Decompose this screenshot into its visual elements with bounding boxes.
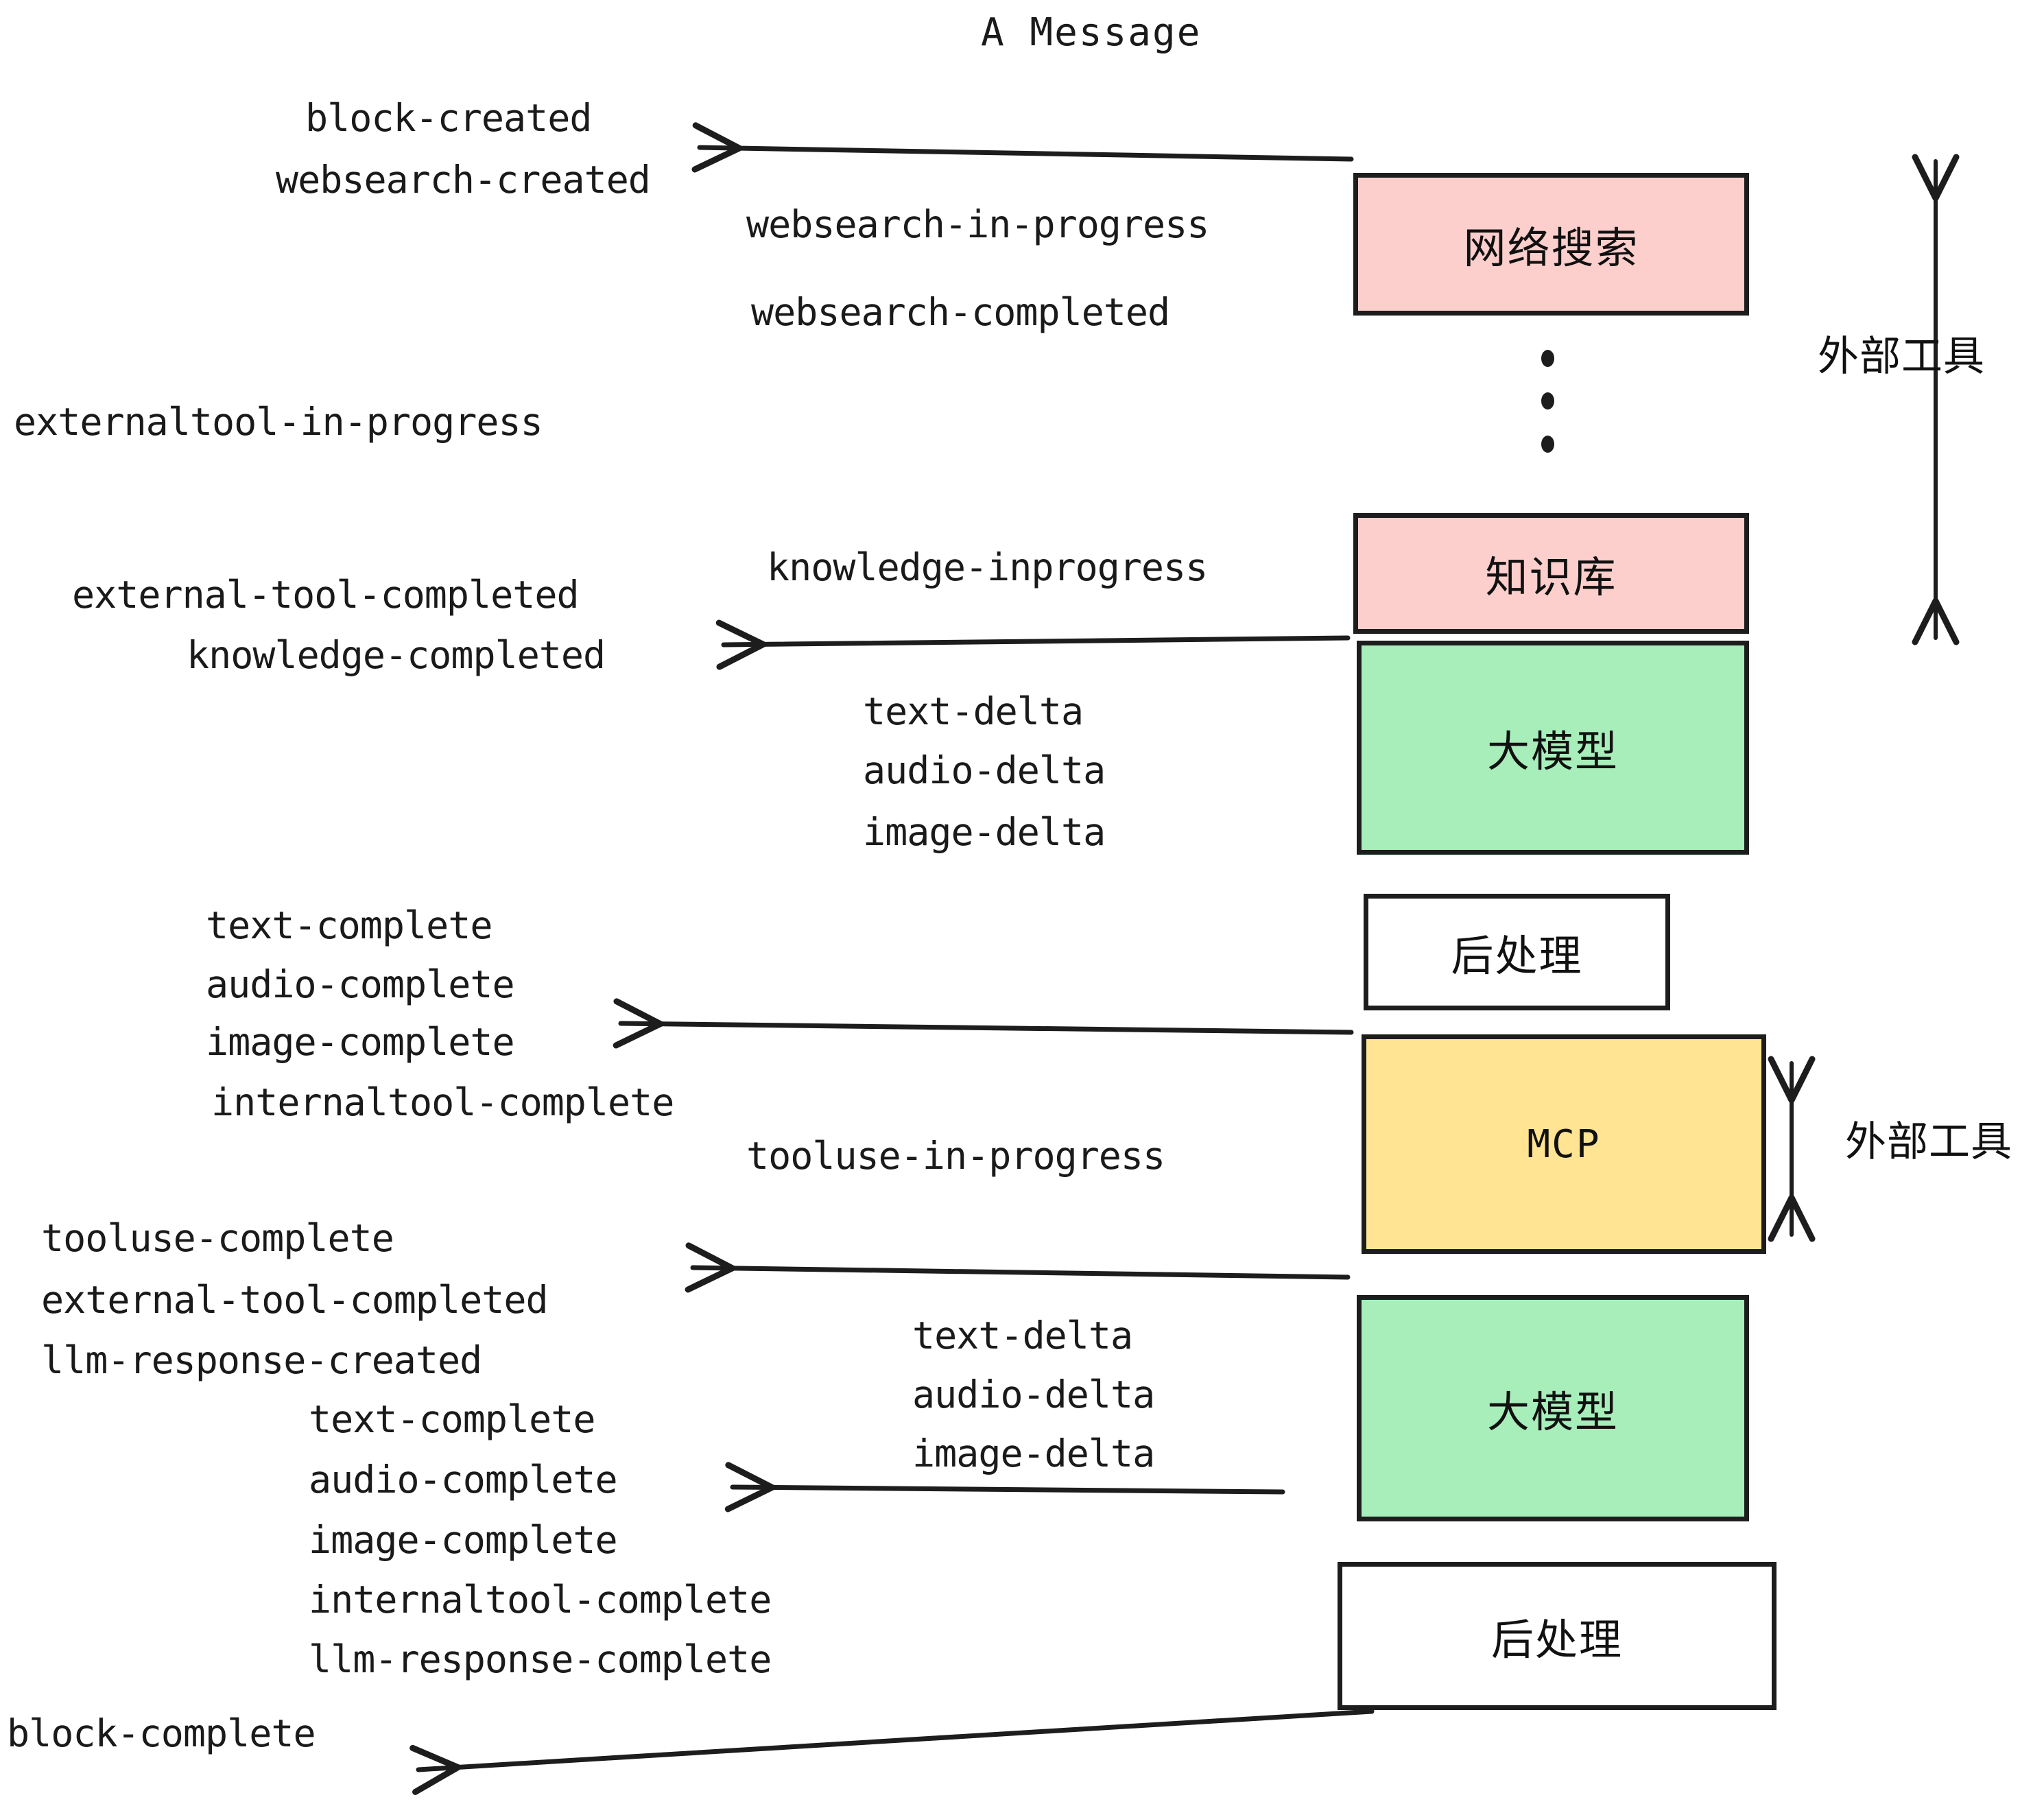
event-label-knowledge-completed: knowledge-completed (187, 633, 606, 677)
page-title: A Message (981, 10, 1202, 55)
box-knowledge-base: 知识库 (1353, 513, 1749, 634)
event-label-internaltool-complete-1: internaltool-complete (211, 1080, 674, 1124)
box-websearch: 网络搜索 (1353, 173, 1749, 316)
side-label-external-tool-top: 外部工具 (1818, 333, 1985, 381)
box-label-postprocess-top: 后处理 (1451, 931, 1583, 981)
event-label-text-delta-2: text-delta (912, 1314, 1133, 1357)
event-label-text-complete-2: text-complete (309, 1397, 595, 1441)
event-label-image-delta-1: image-delta (863, 810, 1106, 854)
event-label-text-complete-1: text-complete (206, 903, 492, 947)
box-label-llm-bottom: 大模型 (1486, 1387, 1619, 1437)
event-label-image-complete-2: image-complete (309, 1518, 618, 1562)
box-postprocess-top: 后处理 (1364, 894, 1670, 1010)
event-label-tooluse-in-progress: tooluse-in-progress (746, 1134, 1165, 1178)
box-label-mcp: MCP (1527, 1121, 1601, 1167)
event-label-audio-complete-1: audio-complete (206, 962, 515, 1006)
event-label-tooluse-complete: tooluse-complete (41, 1216, 394, 1260)
box-postprocess-bottom: 后处理 (1338, 1562, 1776, 1710)
event-label-knowledge-inprogress: knowledge-inprogress (767, 545, 1208, 589)
box-label-postprocess-bottom: 后处理 (1490, 1615, 1623, 1665)
box-mcp: MCP (1362, 1034, 1766, 1254)
arrow-websearch-to-block-created (691, 122, 1354, 173)
event-label-block-created: block-created (305, 96, 592, 140)
event-label-internaltool-complete-2: internaltool-complete (309, 1578, 772, 1622)
arrow-postprocess-to-block-complete (409, 1709, 1375, 1795)
event-label-llm-response-complete: llm-response-complete (309, 1637, 772, 1681)
box-label-knowledge-base: 知识库 (1485, 552, 1617, 602)
event-label-audio-delta-1: audio-delta (863, 748, 1106, 792)
event-label-image-complete-1: image-complete (206, 1020, 515, 1064)
arrow-knowledge-to-knowledge-completed (715, 619, 1351, 670)
box-label-websearch: 网络搜索 (1463, 223, 1639, 273)
event-label-websearch-completed: websearch-completed (751, 290, 1170, 334)
arrow-mcp-to-image-complete (613, 998, 1354, 1049)
event-label-audio-delta-2: audio-delta (912, 1373, 1155, 1416)
event-label-external-tool-completed-1: external-tool-completed (72, 573, 580, 617)
event-label-externaltool-in-progress: externaltool-in-progress (14, 400, 543, 444)
ellipsis-dot-1 (1541, 350, 1554, 367)
event-label-text-delta-1: text-delta (863, 689, 1084, 733)
event-label-image-delta-2: image-delta (912, 1432, 1155, 1475)
event-label-block-complete: block-complete (7, 1711, 316, 1755)
arrow-llm-to-tooluse-complete (685, 1242, 1351, 1293)
event-label-websearch-created: websearch-created (276, 158, 651, 202)
box-llm-bottom: 大模型 (1357, 1295, 1749, 1521)
event-label-external-tool-completed-2: external-tool-completed (41, 1278, 549, 1322)
side-label-external-tool-bottom: 外部工具 (1845, 1118, 2012, 1166)
event-label-audio-complete-2: audio-complete (309, 1458, 618, 1502)
box-label-llm-top: 大模型 (1486, 726, 1619, 776)
event-label-llm-response-created: llm-response-created (41, 1338, 482, 1382)
ellipsis-dot-2 (1541, 392, 1554, 410)
arrow-llm-to-audio-complete (724, 1462, 1285, 1512)
box-llm-top: 大模型 (1357, 641, 1749, 855)
ellipsis-dot-3 (1541, 436, 1554, 453)
event-label-websearch-in-progress: websearch-in-progress (746, 202, 1209, 246)
